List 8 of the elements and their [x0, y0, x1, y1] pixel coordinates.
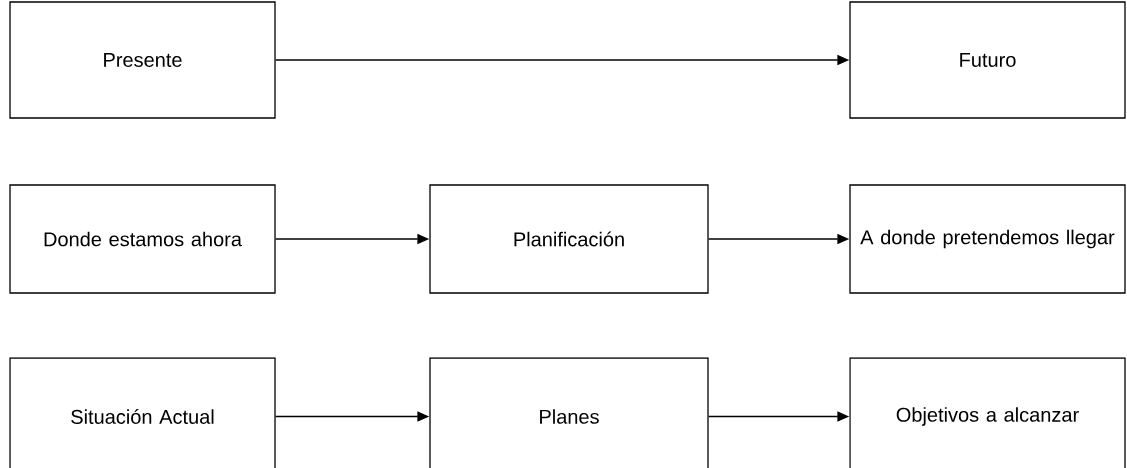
- process-box: Presente: [9, 1, 276, 119]
- process-box: Futuro: [849, 1, 1126, 119]
- process-box: Planes: [429, 357, 709, 468]
- process-box: Situación Actual: [9, 357, 276, 468]
- process-box: A donde pretendemos llegar: [849, 184, 1126, 294]
- process-box: Donde estamos ahora: [9, 184, 276, 294]
- process-box: Objetivos a alcanzar: [849, 357, 1126, 468]
- process-box: Planificación: [429, 184, 709, 294]
